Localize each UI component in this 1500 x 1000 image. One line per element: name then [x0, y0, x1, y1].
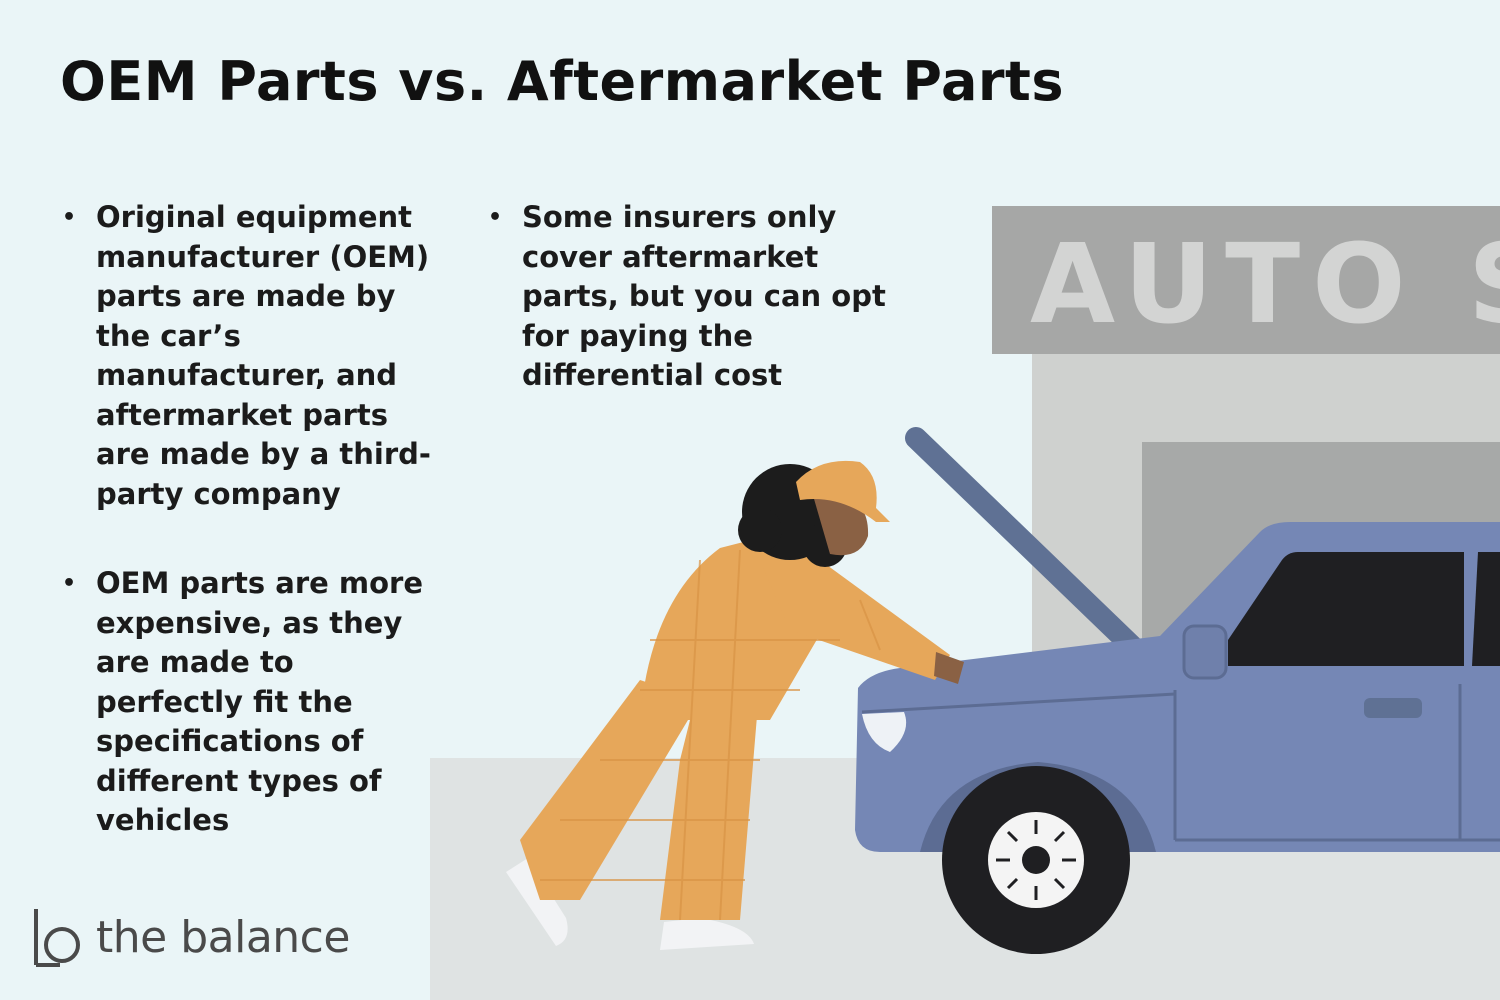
wheel-hub	[1022, 846, 1050, 874]
balance-logo-icon	[34, 909, 80, 967]
mechanic-hand	[934, 652, 964, 684]
car-hood	[905, 427, 1149, 663]
bullet-oem-definition: Original equipment manufacturer (OEM) pa…	[60, 198, 450, 514]
car-window	[1228, 552, 1464, 666]
shop-sign	[992, 206, 1500, 354]
mechanic	[506, 460, 964, 950]
bullet-list-right: Some insurers only cover aftermarket par…	[486, 198, 886, 396]
headlight	[862, 712, 907, 752]
mechanic-arm	[760, 560, 950, 680]
mechanic-leg-back	[520, 680, 700, 900]
shop-sign-text: AUTO S	[1030, 220, 1500, 348]
hood-line	[861, 692, 1176, 714]
mechanic-cap	[796, 460, 890, 522]
wheel-spokes	[996, 820, 1076, 900]
mechanic-leg-front	[660, 680, 760, 920]
door-handle	[1364, 698, 1422, 718]
brand-logo: the balance	[30, 905, 350, 969]
logo-text: the balance	[96, 911, 350, 963]
side-mirror	[1182, 624, 1228, 680]
car-rear-window	[1472, 552, 1500, 666]
mechanic-shoe-back	[506, 858, 568, 946]
bullet-oem-cost: OEM parts are more expensive, as they ar…	[60, 564, 450, 841]
bullet-list-left: Original equipment manufacturer (OEM) pa…	[60, 198, 450, 841]
page-title: OEM Parts vs. Aftermarket Parts	[60, 50, 1064, 113]
mechanic-plaid	[540, 549, 881, 921]
bullet-insurers: Some insurers only cover aftermarket par…	[486, 198, 886, 396]
mechanic-shoe-front	[660, 918, 754, 950]
